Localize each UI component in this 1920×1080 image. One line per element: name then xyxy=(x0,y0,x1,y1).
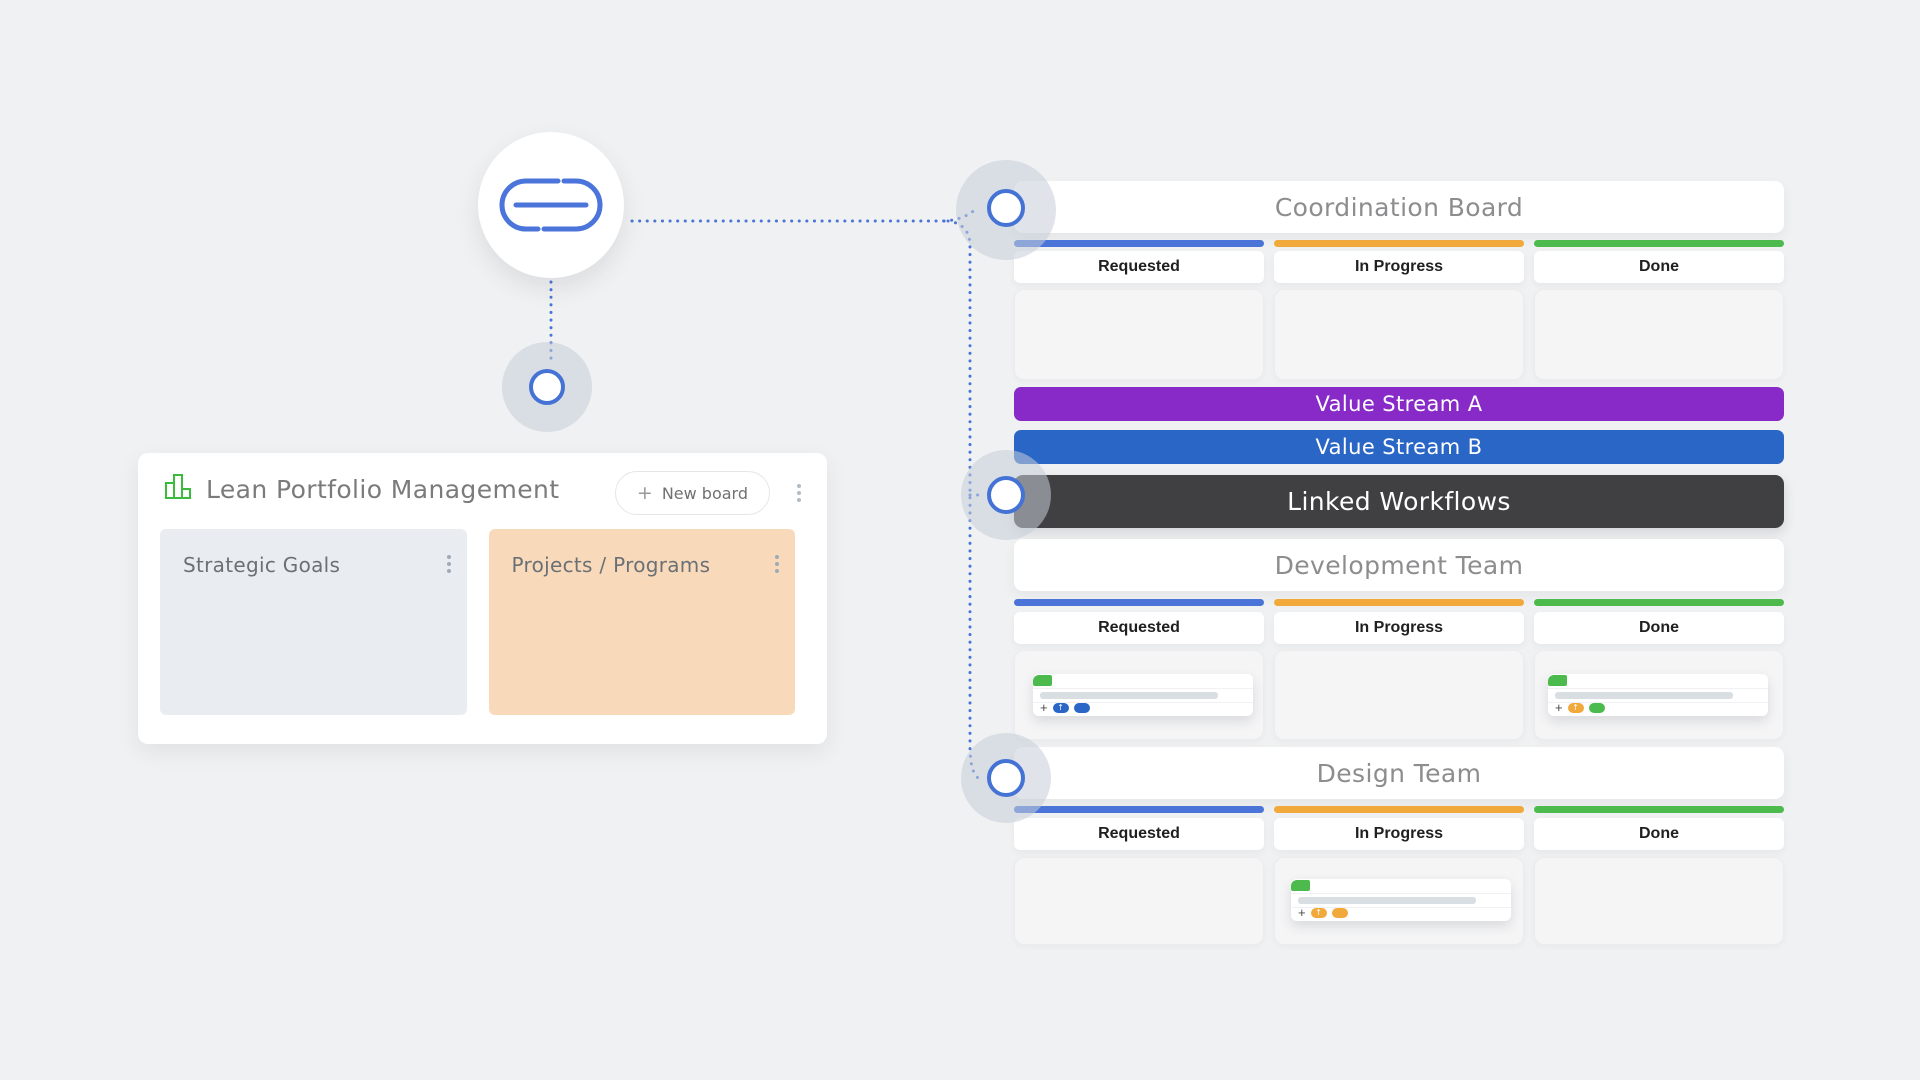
column-label: Strategic Goals xyxy=(183,553,341,577)
kanban-card[interactable]: + ↑ xyxy=(1291,879,1511,921)
card-divider xyxy=(1291,907,1511,908)
column-label: Projects / Programs xyxy=(511,553,711,577)
cell-in-progress xyxy=(1274,650,1524,740)
value-stream-b-banner: Value Stream B xyxy=(1014,430,1784,464)
portfolio-card: Lean Portfolio Management + New board St… xyxy=(138,453,827,744)
bar-chart-icon xyxy=(165,474,191,499)
linked-workflows-banner: Linked Workflows xyxy=(1014,475,1784,528)
requested-color-bar xyxy=(1014,599,1264,606)
cell-requested: + ↑ xyxy=(1014,650,1264,740)
design-team-title: Design Team xyxy=(1014,747,1784,799)
avatar xyxy=(1588,703,1605,713)
kanban-card[interactable]: + ↑ xyxy=(1548,674,1768,716)
arrow-up-icon: ↑ xyxy=(1572,703,1579,712)
board-title-label: Coordination Board xyxy=(1274,192,1524,222)
column-header-in-progress: In Progress xyxy=(1274,818,1524,850)
design-column-color-bars xyxy=(1014,806,1784,813)
card-footer: + ↑ xyxy=(1298,905,1348,920)
board-title-label: Design Team xyxy=(1316,758,1482,788)
column-header-requested: Requested xyxy=(1014,612,1264,644)
linked-workflows-connector-node[interactable] xyxy=(987,476,1025,514)
in-progress-color-bar xyxy=(1274,806,1524,813)
new-board-label: New board xyxy=(661,483,748,503)
card-footer: + ↑ xyxy=(1555,700,1605,715)
card-tag xyxy=(1291,880,1310,891)
cell-in-progress xyxy=(1274,289,1524,380)
column-header-requested: Requested xyxy=(1014,818,1264,850)
new-board-button[interactable]: + New board xyxy=(614,471,770,515)
add-assignee-icon[interactable]: + xyxy=(1298,905,1306,920)
coordination-cells xyxy=(1014,289,1784,380)
development-column-headers: Requested In Progress Done xyxy=(1014,612,1784,644)
card-divider xyxy=(1291,893,1511,894)
avatar xyxy=(1331,908,1348,918)
priority-badge: ↑ xyxy=(1310,908,1327,918)
card-divider xyxy=(1033,688,1253,689)
value-stream-a-banner: Value Stream A xyxy=(1014,387,1784,421)
development-team-title: Development Team xyxy=(1014,539,1784,591)
in-progress-color-bar xyxy=(1274,240,1524,247)
priority-badge: ↑ xyxy=(1567,703,1584,713)
card-divider xyxy=(1033,702,1253,703)
column-strategic-goals: Strategic Goals xyxy=(160,529,467,715)
card-divider xyxy=(1548,702,1768,703)
arrow-up-icon: ↑ xyxy=(1315,908,1322,917)
add-assignee-icon[interactable]: + xyxy=(1040,700,1048,715)
coordination-column-headers: Requested In Progress Done xyxy=(1014,251,1784,283)
card-text-placeholder xyxy=(1040,692,1218,699)
priority-badge: ↑ xyxy=(1052,703,1069,713)
add-assignee-icon[interactable]: + xyxy=(1555,700,1563,715)
column-header-done: Done xyxy=(1534,612,1784,644)
card-tag xyxy=(1033,675,1052,686)
arrow-up-icon: ↑ xyxy=(1057,703,1064,712)
kebab-menu-icon[interactable] xyxy=(446,555,451,573)
avatar xyxy=(1073,703,1090,713)
development-column-color-bars xyxy=(1014,599,1784,606)
board-title-label: Development Team xyxy=(1274,550,1524,580)
portfolio-columns: Strategic Goals Projects / Programs xyxy=(160,529,795,715)
cell-done xyxy=(1534,857,1784,945)
in-progress-color-bar xyxy=(1274,599,1524,606)
kebab-menu-icon[interactable] xyxy=(797,484,801,502)
card-tag xyxy=(1548,675,1567,686)
portfolio-title: Lean Portfolio Management xyxy=(206,475,560,504)
design-column-headers: Requested In Progress Done xyxy=(1014,818,1784,850)
column-header-done: Done xyxy=(1534,251,1784,283)
card-footer: + ↑ xyxy=(1040,700,1090,715)
column-projects-programs: Projects / Programs xyxy=(488,529,795,715)
design-cells: + ↑ xyxy=(1014,857,1784,945)
banner-label: Linked Workflows xyxy=(1287,487,1511,516)
coordination-board-title: Coordination Board xyxy=(1014,181,1784,233)
done-color-bar xyxy=(1534,240,1784,247)
done-color-bar xyxy=(1534,806,1784,813)
portfolio-connector-node[interactable] xyxy=(529,369,565,405)
card-divider xyxy=(1548,688,1768,689)
requested-color-bar xyxy=(1014,806,1264,813)
coordination-connector-node[interactable] xyxy=(987,189,1025,227)
column-header-requested: Requested xyxy=(1014,251,1264,283)
link-icon xyxy=(499,178,603,232)
design-connector-node[interactable] xyxy=(987,759,1025,797)
column-header-in-progress: In Progress xyxy=(1274,612,1524,644)
column-header-done: Done xyxy=(1534,818,1784,850)
development-cells: + ↑ + ↑ xyxy=(1014,650,1784,740)
kebab-menu-icon[interactable] xyxy=(775,555,779,573)
cell-done: + ↑ xyxy=(1534,650,1784,740)
cell-requested xyxy=(1014,857,1264,945)
coordination-column-color-bars xyxy=(1014,240,1784,247)
requested-color-bar xyxy=(1014,240,1264,247)
banner-label: Value Stream B xyxy=(1315,435,1483,459)
card-text-placeholder xyxy=(1298,897,1476,904)
link-node[interactable] xyxy=(478,132,624,278)
column-header-in-progress: In Progress xyxy=(1274,251,1524,283)
done-color-bar xyxy=(1534,599,1784,606)
cell-requested xyxy=(1014,289,1264,380)
cell-in-progress: + ↑ xyxy=(1274,857,1524,945)
card-text-placeholder xyxy=(1555,692,1733,699)
kanban-card[interactable]: + ↑ xyxy=(1033,674,1253,716)
cell-done xyxy=(1534,289,1784,380)
plus-icon: + xyxy=(636,481,653,504)
banner-label: Value Stream A xyxy=(1315,392,1483,416)
